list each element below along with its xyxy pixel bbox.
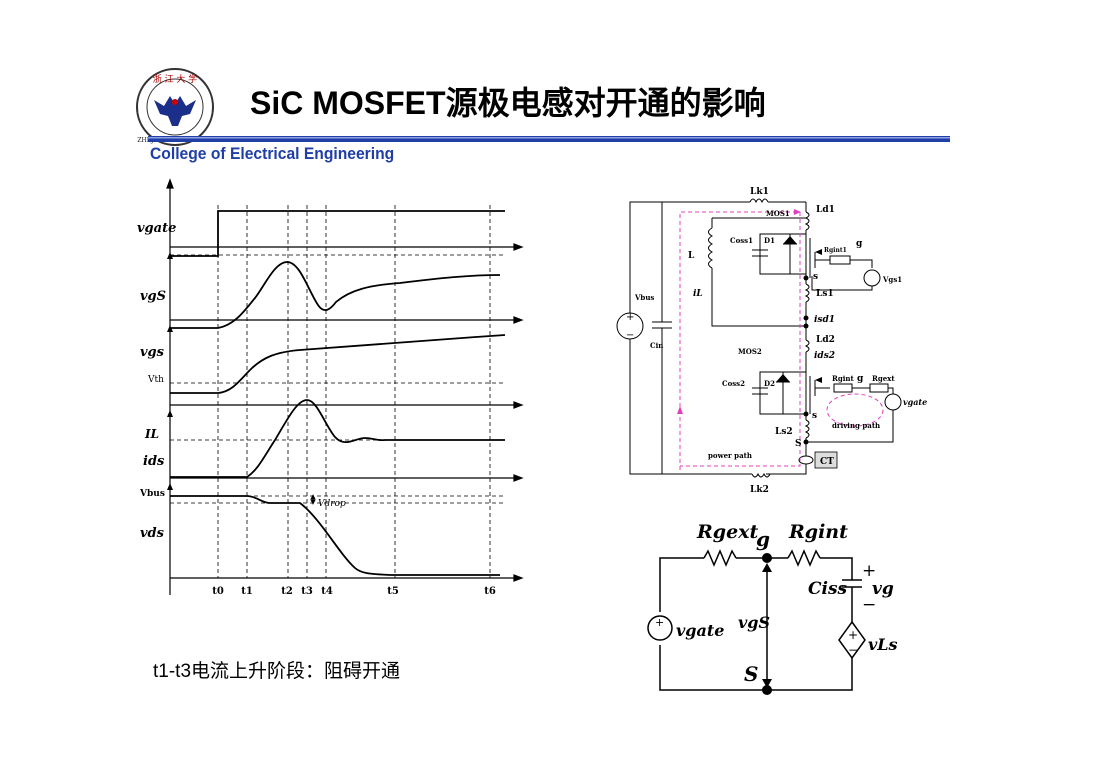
label-power-path: power path <box>708 451 752 460</box>
label-ids2: ids2 <box>814 351 835 361</box>
label-s1: s <box>813 272 818 282</box>
label-vth: Vth <box>147 375 164 385</box>
label-g2: g <box>857 374 864 384</box>
resistor-rgext <box>869 383 889 393</box>
label-il: iL <box>693 289 703 299</box>
label-d2: D2 <box>764 379 775 388</box>
label-il: IL <box>144 427 159 441</box>
caption: t1-t3电流上升阶段：阻碍开通 <box>153 661 401 682</box>
equivalent-circuit: + + − Rgext g Rgint Ciss vg vgate vgS vL… <box>647 521 898 695</box>
eagle-icon <box>154 96 196 126</box>
source-vgs1 <box>863 269 881 287</box>
label-rgint2: Rgint <box>832 374 854 383</box>
label-vgS-eq: vgS <box>738 613 770 632</box>
label-cin: Cin <box>650 341 663 350</box>
time-label: t2 <box>281 586 293 597</box>
label-rgext-eq: Rgext <box>696 521 758 543</box>
label-minus-eq: − <box>862 595 876 615</box>
svg-text:+: + <box>848 628 858 642</box>
label-S-eq: S <box>744 662 758 686</box>
label-ciss-eq: Ciss <box>808 579 848 599</box>
source-vbus <box>616 312 644 340</box>
label-d1: D1 <box>764 236 775 245</box>
ids-waveform <box>170 399 505 478</box>
logo-text-top: 浙 江 大 学 <box>153 73 198 85</box>
driving-path <box>826 393 884 427</box>
time-label: t5 <box>387 586 399 597</box>
vgate-waveform <box>170 210 505 257</box>
label-vgate-eq: vgate <box>676 621 724 640</box>
inductor-l <box>708 227 714 269</box>
label-vdrop: Vdrop <box>318 499 346 509</box>
inductor-ls2 <box>804 419 810 439</box>
time-label: t4 <box>321 586 333 597</box>
inductor-ld1 <box>804 211 810 231</box>
label-coss2: Coss2 <box>722 379 745 388</box>
svg-text:−: − <box>626 330 634 341</box>
label-vgate: vgate <box>137 221 176 236</box>
inductor-lk2 <box>751 472 771 478</box>
label-vbus: Vbus <box>139 489 165 499</box>
ct-box <box>814 451 838 469</box>
label-coss1: Coss1 <box>730 236 753 245</box>
resistor-rgint2 <box>833 383 853 393</box>
label-ids: ids <box>143 454 165 469</box>
page-title: SiC MOSFET源极电感对开通的影响 <box>250 85 766 121</box>
label-rgint1: Rgint1 <box>824 247 847 254</box>
label-ld2: Ld2 <box>816 335 835 345</box>
label-ls1: Ls1 <box>816 289 834 299</box>
resistor-rgext-eq <box>703 549 737 567</box>
time-label: t1 <box>241 586 253 597</box>
label-plus-eq: + <box>862 561 876 581</box>
vgS-waveform <box>170 261 501 329</box>
label-mos2: MOS2 <box>738 347 762 356</box>
label-lk2: Lk2 <box>750 485 769 495</box>
svg-text:−: − <box>848 643 858 657</box>
label-vgs: vgs <box>140 345 165 360</box>
label-g1: g <box>856 239 863 249</box>
source-vgate-circuit <box>884 393 902 411</box>
header-rule <box>148 136 950 142</box>
label-ls2: Ls2 <box>775 427 793 437</box>
inductor-ld2 <box>804 339 810 353</box>
label-vgs1: Vgs1 <box>882 275 902 284</box>
label-rgint-eq: Rgint <box>788 521 848 543</box>
label-vds: vds <box>140 526 165 541</box>
label-vls-eq: vLs <box>868 635 898 654</box>
label-lk1: Lk1 <box>750 187 769 197</box>
waveform-diagram: vgate vgS vgs Vth IL ids Vbus vds Vdrop … <box>137 178 524 597</box>
label-ct: CT <box>820 457 834 467</box>
label-g-eq: g <box>756 527 770 551</box>
resistor-rgint-eq <box>787 549 821 567</box>
inductor-ls1 <box>804 283 810 303</box>
label-vgate: vgate <box>903 397 927 407</box>
label-ld1: Ld1 <box>816 205 835 215</box>
svg-text:+: + <box>655 616 664 629</box>
label-isd1: isd1 <box>814 315 835 325</box>
time-label: t3 <box>301 586 313 597</box>
label-s2: s <box>812 411 817 421</box>
source-vgate-eq <box>647 615 673 641</box>
time-label: t6 <box>484 586 496 597</box>
college-label: College of Electrical Engineering <box>150 144 395 163</box>
label-vgS: vgS <box>140 289 166 304</box>
time-label: t0 <box>212 586 224 597</box>
label-S: S <box>795 439 802 449</box>
inductor-lk1 <box>749 198 769 204</box>
label-rgext: Rgext <box>872 374 895 383</box>
label-driving-path: driving path <box>832 421 880 430</box>
label-l: L <box>688 251 695 261</box>
vds-waveform <box>170 495 500 576</box>
circuit-diagram: Lk1 Ld1 MOS1 Coss1 D1 g Rgint1 s Vgs1 L … <box>616 187 927 495</box>
label-mos1: MOS1 <box>766 209 790 218</box>
label-vbus: Vbus <box>634 293 654 302</box>
vgs-waveform <box>170 334 506 394</box>
label-vg-eq: vg <box>872 579 894 599</box>
resistor-rgint1 <box>829 255 851 265</box>
current-transformer <box>798 455 814 465</box>
svg-text:+: + <box>626 312 634 323</box>
